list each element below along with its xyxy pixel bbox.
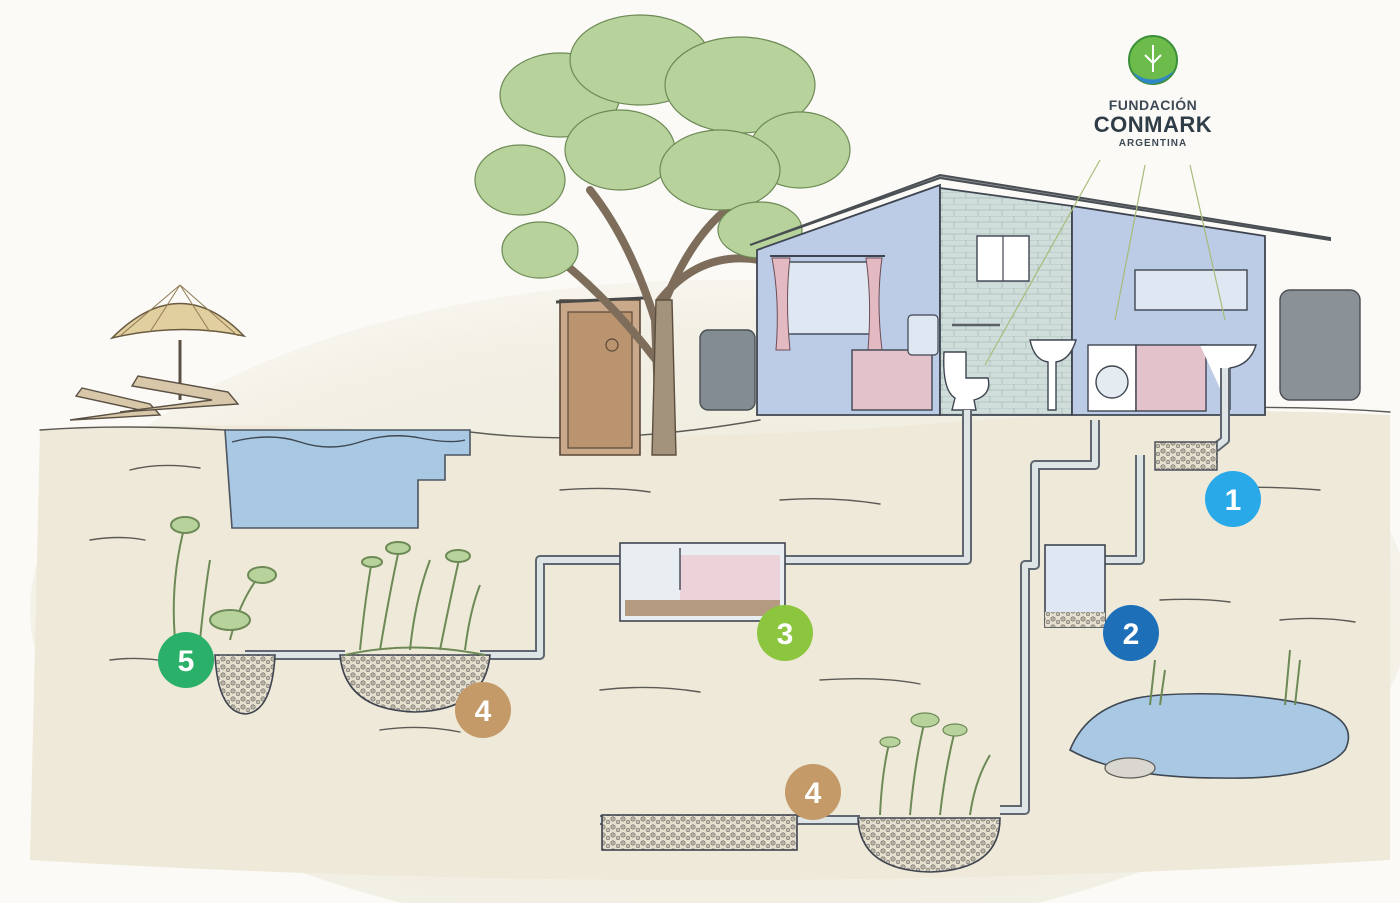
badge-2-label: 2 [1123, 618, 1140, 651]
wetland-bed-lower [601, 712, 1001, 873]
badge-4-lower-circle [785, 764, 841, 820]
logo-line2: CONMARK [1094, 112, 1212, 137]
badge-5-circle [158, 632, 214, 688]
wetland-bed-upper [339, 541, 491, 713]
logo-line1: FUNDACIÓN [1109, 96, 1198, 113]
grey-water-tank [1044, 544, 1106, 628]
badge-3-circle [757, 605, 813, 661]
badge-3-label: 3 [777, 618, 794, 651]
badge-5: 5 [158, 632, 214, 688]
badge-1: 1 [1205, 471, 1261, 527]
badge-4-upper: 4 [455, 682, 511, 738]
conmark-logo: FUNDACIÓN CONMARK ARGENTINA [984, 35, 1226, 366]
sun-loungers [69, 375, 240, 421]
septic-tank [619, 542, 786, 622]
infiltration-pit [170, 516, 277, 715]
badge-1-circle [1205, 471, 1261, 527]
badge-4-lower-label: 4 [805, 777, 822, 810]
badge-1-label: 1 [1225, 484, 1242, 517]
logo-line3: ARGENTINA [1119, 138, 1187, 149]
badge-5-label: 5 [178, 645, 195, 678]
badge-2: 2 [1103, 605, 1159, 661]
badge-3: 3 [757, 605, 813, 661]
badge-2-circle [1103, 605, 1159, 661]
badge-4-upper-label: 4 [475, 695, 492, 728]
grease-trap [1154, 441, 1218, 471]
pond [1068, 649, 1350, 779]
tree [474, 14, 851, 456]
swimming-pool [224, 429, 471, 529]
badge-4-upper-circle [455, 682, 511, 738]
outhouse [555, 296, 645, 456]
badge-4-lower: 4 [785, 764, 841, 820]
